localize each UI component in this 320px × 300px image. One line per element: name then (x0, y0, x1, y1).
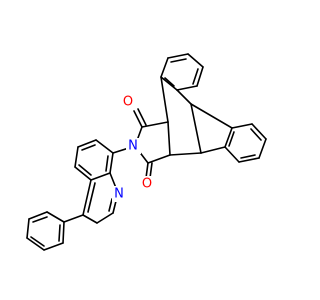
quinoline-pyridine-ring (82, 172, 119, 224)
benzo-ring-right (224, 123, 267, 163)
svg-text:O: O (123, 95, 133, 110)
bicyclic-bridge (160, 76, 233, 156)
atom-label-nitrogen-quinoline: N (112, 186, 127, 202)
atom-label-nitrogen-imide: N (126, 138, 141, 154)
svg-text:N: N (114, 187, 124, 202)
svg-text:N: N (128, 139, 138, 154)
imide-ring (112, 108, 171, 179)
benzo-ring-upper (160, 53, 204, 91)
molecule-structure: O O N N (26, 53, 267, 251)
svg-text:O: O (142, 177, 152, 192)
phenyl-ring (26, 211, 84, 251)
atom-label-oxygen-top: O (121, 94, 136, 110)
quinoline-benzo-ring (74, 139, 114, 181)
atom-label-oxygen-bottom: O (140, 176, 155, 192)
